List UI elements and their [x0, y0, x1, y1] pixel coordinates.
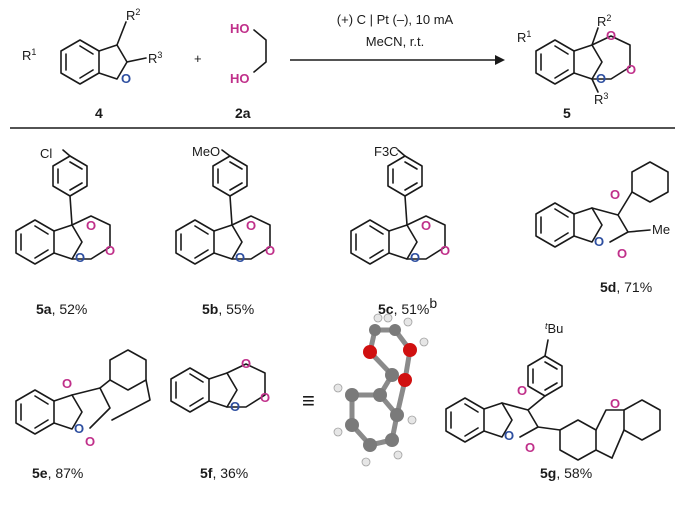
- compound-5b: MeO O O O 5b, 55%: [175, 144, 275, 317]
- svg-text:O: O: [85, 434, 95, 449]
- svg-text:Cl: Cl: [40, 146, 52, 161]
- svg-text:O: O: [75, 250, 85, 265]
- svg-text:F3C: F3C: [374, 144, 399, 159]
- svg-text:MeO: MeO: [192, 144, 220, 159]
- svg-text:R3: R3: [594, 91, 608, 107]
- svg-text:5d, 71%: 5d, 71%: [600, 279, 652, 295]
- svg-text:O: O: [265, 243, 275, 258]
- svg-text:O: O: [410, 250, 420, 265]
- equivalence-symbol: ≡: [302, 388, 315, 413]
- furan-oxygen: O: [121, 71, 131, 86]
- reactant-4-label: 4: [95, 105, 103, 121]
- svg-text:tBu: tBu: [545, 321, 563, 336]
- compound-5d: Me O O O 5d, 71%: [535, 161, 670, 295]
- svg-text:R2: R2: [597, 13, 611, 29]
- reactant-2a: HO HO 2a: [230, 21, 267, 121]
- r3-label: R3: [148, 50, 162, 66]
- reactant-4: R2 R3 R1 O 4: [22, 7, 162, 121]
- svg-text:O: O: [517, 383, 527, 398]
- conditions-line-1: (+) C | Pt (–), 10 mA: [337, 12, 454, 27]
- svg-text:5f, 36%: 5f, 36%: [200, 465, 248, 481]
- compound-5e: O O O 5e, 87%: [15, 349, 151, 481]
- compound-5a: Cl O O O 5a, 52%: [15, 146, 115, 317]
- crystal-structure-model: [333, 313, 429, 467]
- svg-text:O: O: [246, 218, 256, 233]
- svg-text:5c, 51%b: 5c, 51%b: [378, 295, 437, 317]
- svg-text:O: O: [610, 396, 620, 411]
- svg-text:O: O: [626, 62, 636, 77]
- svg-text:O: O: [241, 356, 251, 371]
- conditions-line-2: MeCN, r.t.: [366, 34, 425, 49]
- svg-text:O: O: [594, 234, 604, 249]
- compound-5g: tBu O O O O 5g, 58%: [445, 321, 661, 481]
- svg-text:O: O: [525, 440, 535, 455]
- product-5-label: 5: [563, 105, 571, 121]
- svg-text:O: O: [230, 399, 240, 414]
- svg-text:R1: R1: [517, 29, 531, 45]
- svg-text:O: O: [105, 243, 115, 258]
- svg-text:O: O: [606, 28, 616, 43]
- svg-text:O: O: [596, 71, 606, 86]
- svg-text:O: O: [504, 428, 514, 443]
- svg-text:5e, 87%: 5e, 87%: [32, 465, 83, 481]
- svg-text:O: O: [74, 421, 84, 436]
- product-5: R2 R3 R1 O O O 5: [517, 13, 636, 121]
- r2-label: R2: [126, 7, 140, 23]
- svg-text:O: O: [62, 376, 72, 391]
- svg-text:O: O: [421, 218, 431, 233]
- hydroxyl-top: HO: [230, 21, 250, 36]
- svg-text:O: O: [86, 218, 96, 233]
- svg-text:5a, 52%: 5a, 52%: [36, 301, 87, 317]
- reactant-2a-label: 2a: [235, 105, 251, 121]
- svg-text:O: O: [617, 246, 627, 261]
- svg-text:O: O: [440, 243, 450, 258]
- svg-text:O: O: [260, 390, 270, 405]
- svg-text:O: O: [235, 250, 245, 265]
- hydroxyl-bottom: HO: [230, 71, 250, 86]
- r1-label: R1: [22, 47, 36, 63]
- plus-sign: +: [194, 51, 202, 66]
- svg-text:O: O: [610, 187, 620, 202]
- svg-text:5b, 55%: 5b, 55%: [202, 301, 254, 317]
- compound-5f: O O O 5f, 36%: [170, 356, 270, 481]
- svg-text:Me: Me: [652, 222, 670, 237]
- reaction-arrow: (+) C | Pt (–), 10 mA MeCN, r.t.: [290, 12, 505, 65]
- compound-5c: F3C O O O 5c, 51%b: [350, 144, 450, 317]
- svg-text:5g, 58%: 5g, 58%: [540, 465, 592, 481]
